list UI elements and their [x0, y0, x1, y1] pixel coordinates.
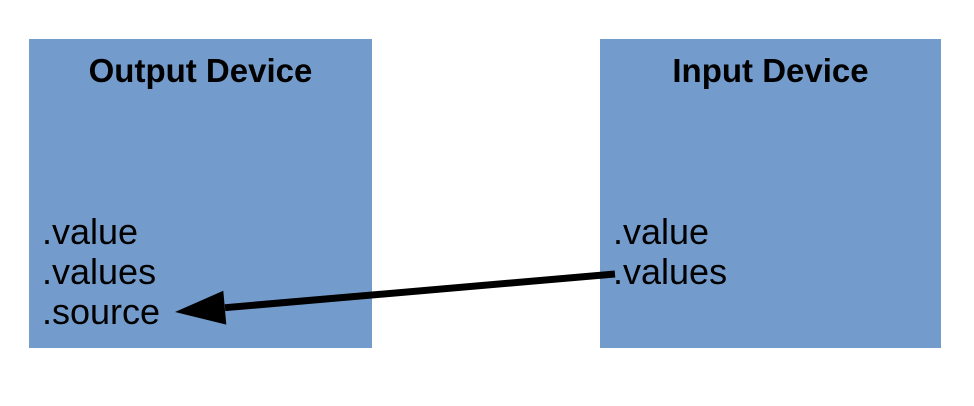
- output-device-box: Output Device .value .values .source: [29, 39, 372, 348]
- input-device-properties: .value .values: [613, 212, 937, 292]
- output-device-properties: .value .values .source: [42, 212, 368, 332]
- input-device-box: Input Device .value .values: [600, 39, 941, 348]
- output-device-title: Output Device: [88, 52, 313, 89]
- output-device-prop-values: .values: [42, 251, 157, 292]
- output-device-prop-source: .source: [42, 291, 161, 332]
- input-device-prop-values: .values: [613, 251, 728, 292]
- output-device-prop-value: .value: [42, 211, 139, 252]
- input-device-title: Input Device: [672, 52, 869, 89]
- input-device-prop-value: .value: [613, 211, 710, 252]
